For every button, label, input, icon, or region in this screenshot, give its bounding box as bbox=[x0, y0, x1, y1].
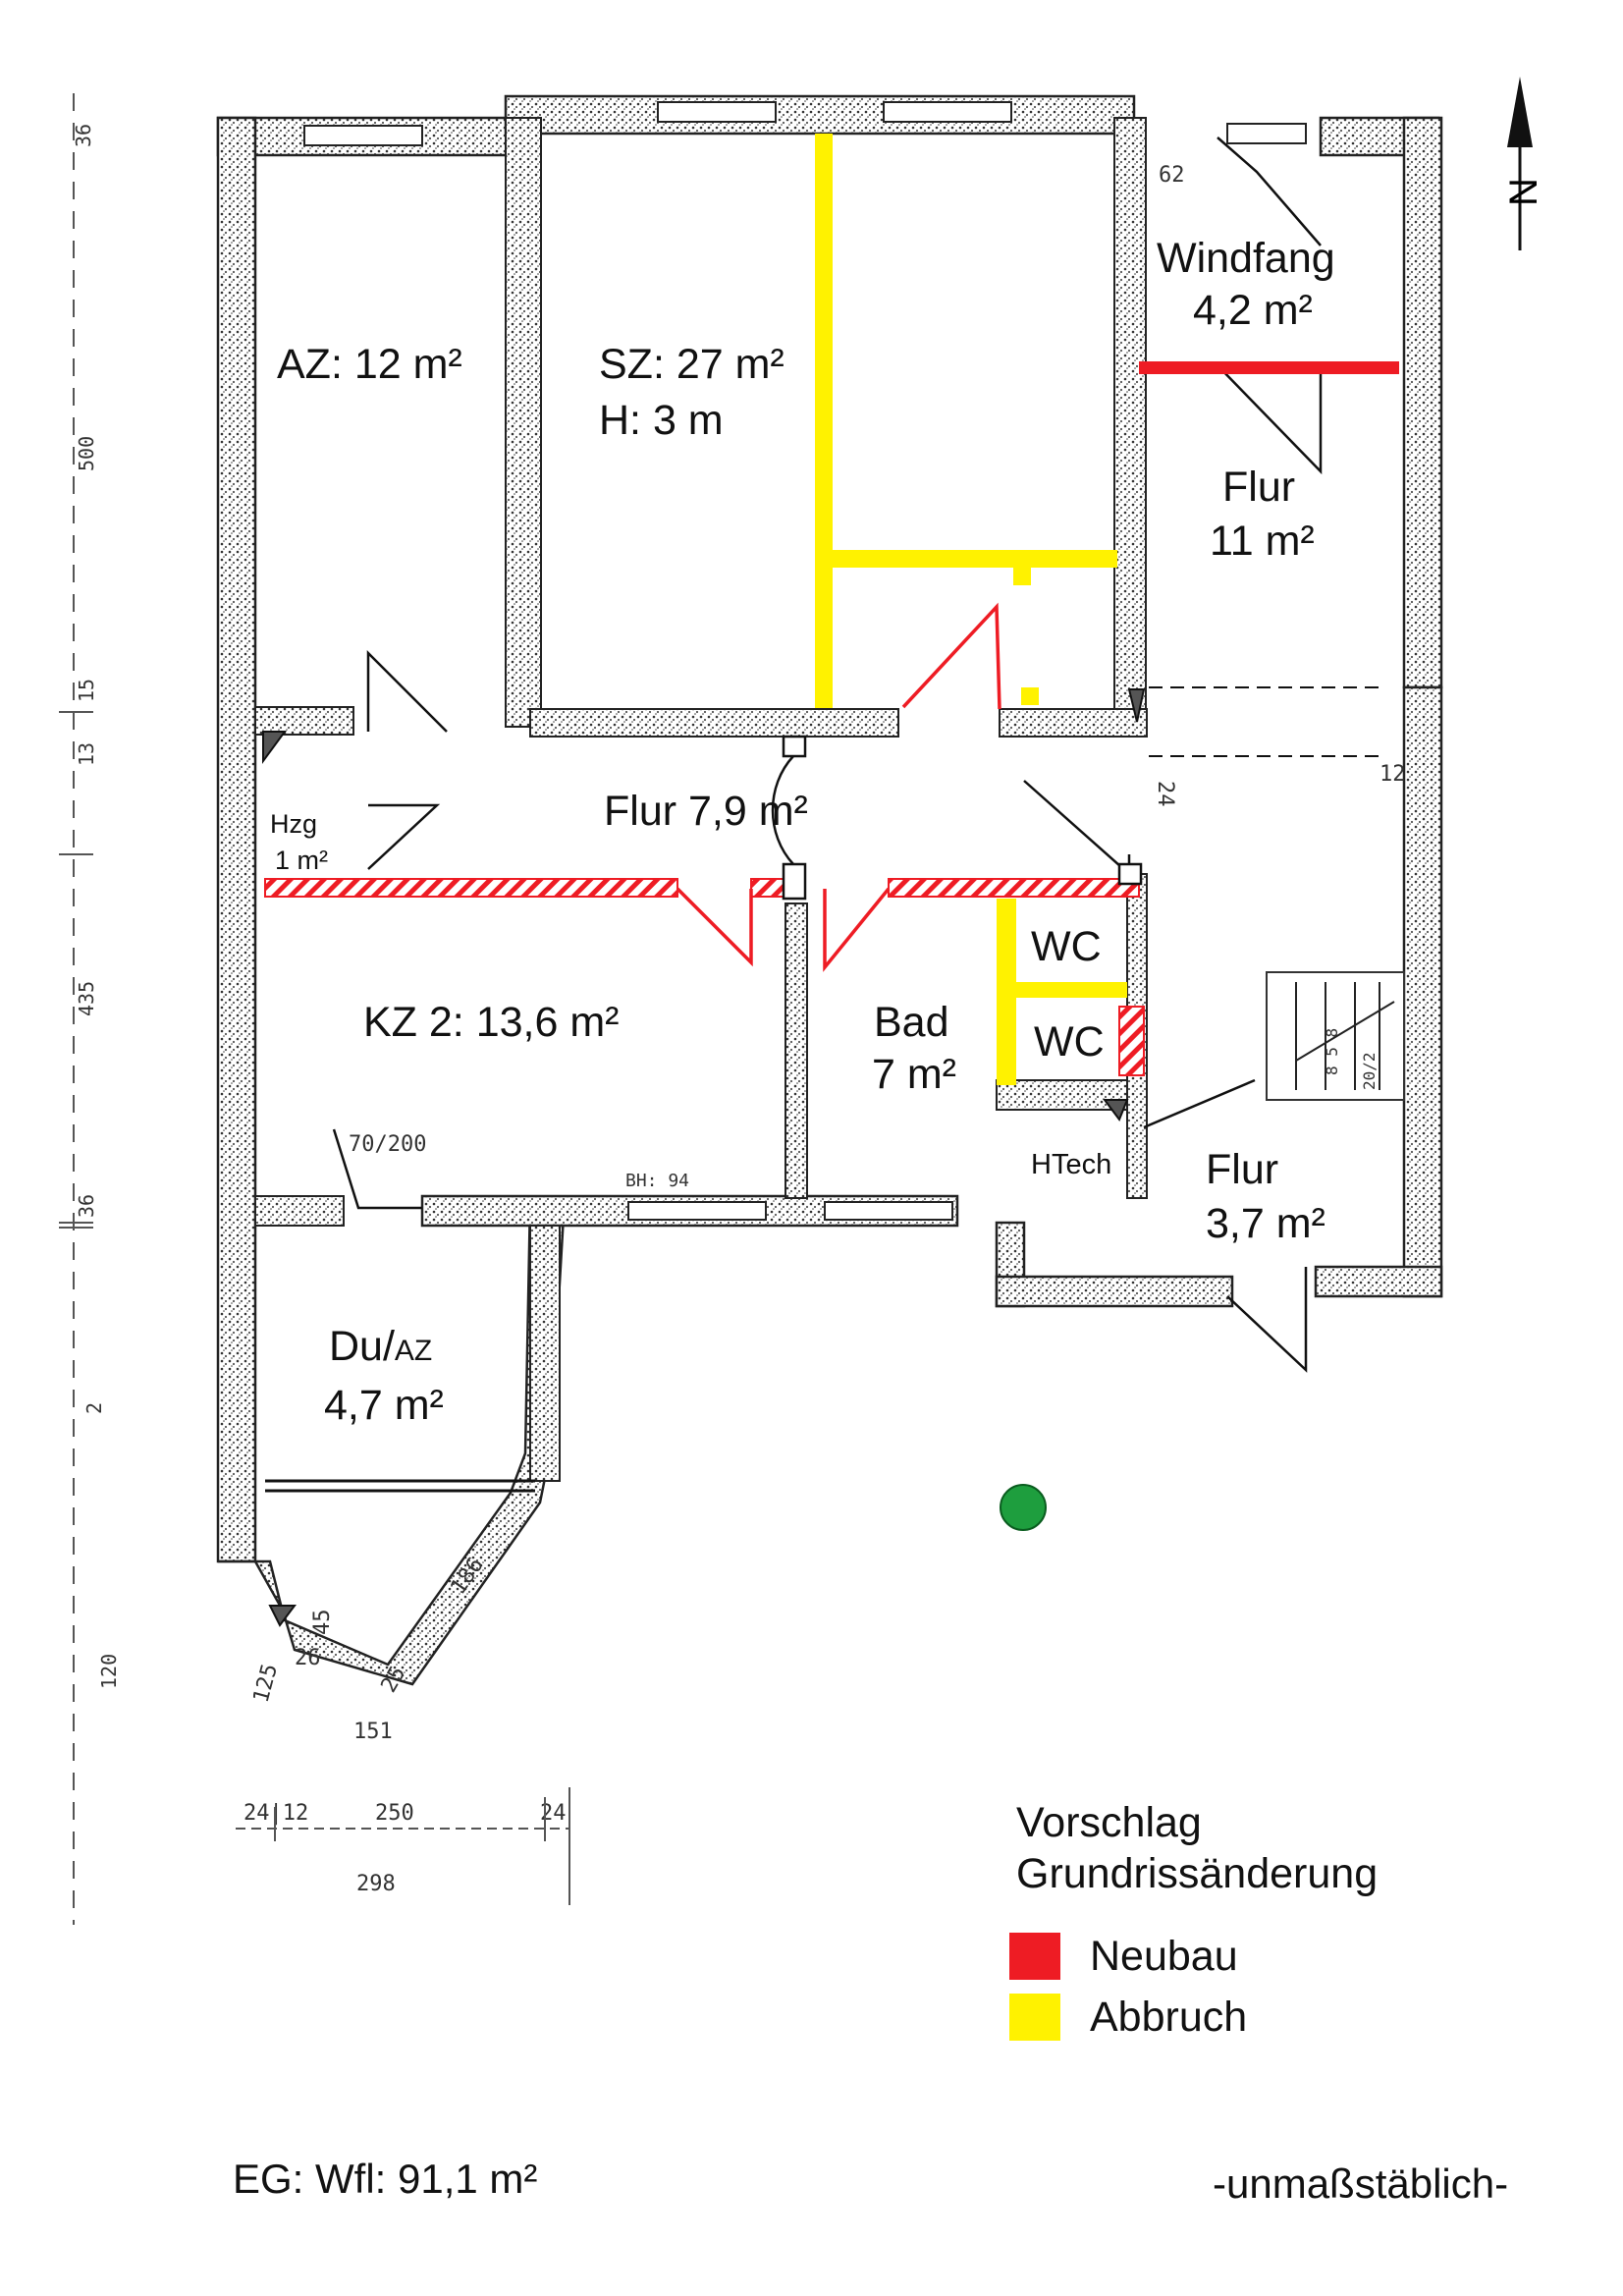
side-dim-120: 120 bbox=[97, 1654, 121, 1689]
room-label-flur-south: Flur bbox=[1206, 1146, 1278, 1193]
legend-item-neubau: Neubau bbox=[1009, 1933, 1238, 1980]
legend-title: Vorschlag Grundrissänderung bbox=[1016, 1797, 1378, 1899]
dim-70-200: 70/200 bbox=[349, 1132, 426, 1157]
room-label-bad-area: 7 m² bbox=[872, 1051, 956, 1098]
side-dim-435: 435 bbox=[75, 981, 98, 1016]
dim-26: 26 bbox=[295, 1646, 321, 1670]
room-label-windfang-area: 4,2 m² bbox=[1193, 287, 1313, 334]
legend-title-line2: Grundrissänderung bbox=[1016, 1850, 1379, 1897]
dim-12: 12 bbox=[1380, 762, 1406, 787]
dim-62: 62 bbox=[1159, 163, 1185, 188]
room-label-kz2: KZ 2: 13,6 m² bbox=[363, 999, 619, 1046]
north-label: N bbox=[1502, 178, 1545, 206]
room-label-wc-lower: WC bbox=[1034, 1018, 1105, 1066]
room-label-hzg: Hzg bbox=[270, 809, 317, 839]
scale-note: -unmaßstäblich- bbox=[1213, 2160, 1509, 2207]
windows bbox=[303, 101, 1307, 1221]
chimney-blocks bbox=[262, 688, 1146, 1627]
legend-title-line1: Vorschlag bbox=[1016, 1799, 1202, 1846]
room-label-du-az: Du/AZ bbox=[329, 1323, 432, 1370]
stair-label-b: 20/2 bbox=[1360, 1052, 1379, 1090]
dim-24-b: 24 bbox=[540, 1801, 567, 1826]
legend-label-neubau: Neubau bbox=[1090, 1932, 1238, 1980]
room-label-sz: SZ: 27 m² bbox=[599, 341, 784, 388]
side-dimension-ruler bbox=[59, 93, 93, 1925]
abbruch-walls bbox=[815, 134, 1127, 1085]
room-label-hzg-area: 1 m² bbox=[275, 846, 328, 875]
living-area-note: EG: Wfl: 91,1 m² bbox=[233, 2156, 538, 2202]
door-swings bbox=[332, 137, 1323, 1373]
dim-151: 151 bbox=[353, 1720, 393, 1744]
room-label-flur-north: Flur bbox=[1222, 464, 1295, 511]
dim-24-12: 24|12 bbox=[243, 1801, 308, 1826]
exterior-walls bbox=[216, 94, 1443, 1686]
room-label-windfang: Windfang bbox=[1157, 235, 1335, 282]
room-label-sz-height: H: 3 m bbox=[599, 397, 724, 444]
legend-label-abbruch: Abbruch bbox=[1090, 1993, 1248, 2041]
location-marker bbox=[1000, 1484, 1047, 1531]
north-arrow-icon: N bbox=[1502, 77, 1545, 250]
dashed-outlines bbox=[1149, 686, 1384, 757]
side-dim-36-top: 36 bbox=[72, 124, 95, 147]
room-label-flur-center: Flur 7,9 m² bbox=[604, 788, 808, 835]
neubau-walls bbox=[264, 361, 1399, 1076]
dim-125: 125 bbox=[249, 1662, 283, 1706]
legend-swatch-neubau bbox=[1009, 1933, 1060, 1980]
du-az-divider bbox=[265, 1479, 535, 1493]
legend-swatch-abbruch bbox=[1009, 1994, 1060, 2041]
side-dim-15: 15 bbox=[75, 679, 98, 702]
legend-item-abbruch: Abbruch bbox=[1009, 1994, 1247, 2041]
interior-walls bbox=[254, 117, 1405, 1482]
door-posts bbox=[771, 735, 1143, 901]
room-label-wc-upper: WC bbox=[1031, 923, 1102, 970]
stair-label-a: 8 5 8 bbox=[1323, 1028, 1341, 1075]
room-label-bad: Bad bbox=[874, 999, 949, 1046]
dim-bh94: BH: 94 bbox=[625, 1171, 689, 1191]
room-label-flur-north-area: 11 m² bbox=[1210, 518, 1315, 565]
dim-45: 45 bbox=[310, 1610, 335, 1636]
side-dim-2: 2 bbox=[82, 1402, 106, 1414]
room-label-du-az-area: 4,7 m² bbox=[324, 1382, 444, 1429]
side-dim-13: 13 bbox=[75, 742, 98, 766]
dim-24-east: 24 bbox=[1153, 781, 1177, 807]
room-label-az: AZ: 12 m² bbox=[277, 341, 462, 388]
bottom-dimension-line bbox=[236, 1787, 570, 1905]
side-dim-36-mid: 36 bbox=[75, 1194, 98, 1218]
room-label-flur-south-area: 3,7 m² bbox=[1206, 1200, 1325, 1247]
dim-298: 298 bbox=[356, 1872, 396, 1896]
dim-250: 250 bbox=[375, 1801, 414, 1826]
stair-icon bbox=[1295, 982, 1395, 1090]
side-dim-500: 500 bbox=[75, 436, 98, 471]
room-label-htech: HTech bbox=[1031, 1149, 1111, 1180]
